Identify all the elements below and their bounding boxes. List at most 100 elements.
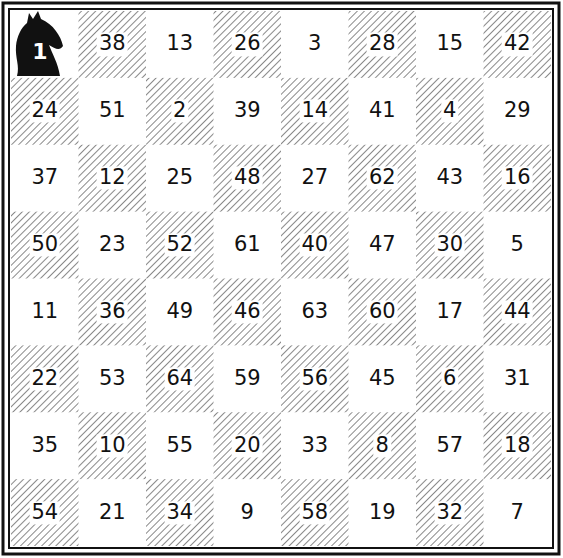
- move-number: 21: [97, 501, 128, 524]
- move-number: 15: [434, 33, 465, 56]
- hatched-square: [416, 212, 484, 279]
- hatched-square: [146, 212, 214, 279]
- move-number: 23: [97, 234, 128, 257]
- move-number: 13: [164, 33, 195, 56]
- knight-move-number: 1: [30, 40, 49, 64]
- move-number: 36: [97, 300, 128, 323]
- move-number: 48: [232, 167, 263, 190]
- hatched-square: [146, 479, 214, 546]
- move-number: 44: [502, 300, 533, 323]
- hatched-square: [146, 78, 214, 145]
- move-number: 27: [299, 167, 330, 190]
- hatched-square: [416, 345, 484, 412]
- board-outer-border: [3, 3, 559, 554]
- move-number: 40: [299, 234, 330, 257]
- move-number: 2: [171, 100, 188, 123]
- move-number: 56: [299, 367, 330, 390]
- move-number: 55: [164, 434, 195, 457]
- hatched-square: [11, 78, 79, 145]
- move-number: 35: [29, 434, 60, 457]
- hatched-square: [214, 11, 282, 78]
- hatched-square: [349, 412, 417, 479]
- move-number: 46: [232, 300, 263, 323]
- hatched-square: [214, 145, 282, 212]
- move-number: 25: [164, 167, 195, 190]
- hatched-square: [416, 78, 484, 145]
- hatched-square: [484, 11, 552, 78]
- move-number: 17: [434, 300, 465, 323]
- hatched-square: [214, 279, 282, 346]
- move-number: 62: [367, 167, 398, 190]
- move-number: 29: [502, 100, 533, 123]
- move-number: 33: [299, 434, 330, 457]
- move-number: 42: [502, 33, 533, 56]
- hatched-square: [79, 145, 147, 212]
- move-number: 14: [299, 100, 330, 123]
- move-number: 30: [434, 234, 465, 257]
- move-number: 51: [97, 100, 128, 123]
- move-number: 32: [434, 501, 465, 524]
- move-number: 16: [502, 167, 533, 190]
- move-number: 52: [164, 234, 195, 257]
- hatched-square: [79, 412, 147, 479]
- board-inner-border: [9, 9, 553, 548]
- move-number: 4: [441, 100, 458, 123]
- move-number: 64: [164, 367, 195, 390]
- hatched-square: [349, 11, 417, 78]
- hatched-square: [281, 345, 349, 412]
- move-number: 7: [509, 501, 526, 524]
- hatched-square: [484, 279, 552, 346]
- move-number: 3: [306, 33, 323, 56]
- hatched-square: [416, 479, 484, 546]
- move-number: 53: [97, 367, 128, 390]
- knight-icon: [16, 11, 63, 76]
- move-number: 8: [374, 434, 391, 457]
- move-number: 5: [509, 234, 526, 257]
- hatched-square: [214, 412, 282, 479]
- hatched-square: [146, 345, 214, 412]
- move-number: 10: [97, 434, 128, 457]
- move-number: 39: [232, 100, 263, 123]
- move-number: 26: [232, 33, 263, 56]
- move-number: 34: [164, 501, 195, 524]
- hatched-square: [11, 345, 79, 412]
- move-number: 63: [299, 300, 330, 323]
- hatched-square: [349, 145, 417, 212]
- move-number: 31: [502, 367, 533, 390]
- hatched-square: [79, 279, 147, 346]
- move-number: 9: [239, 501, 256, 524]
- move-number: 19: [367, 501, 398, 524]
- hatched-square: [11, 212, 79, 279]
- move-number: 58: [299, 501, 330, 524]
- move-number: 59: [232, 367, 263, 390]
- hatched-square: [11, 479, 79, 546]
- move-number: 38: [97, 33, 128, 56]
- move-number: 6: [441, 367, 458, 390]
- hatched-square: [79, 11, 147, 78]
- move-number: 50: [29, 234, 60, 257]
- move-number: 43: [434, 167, 465, 190]
- move-number: 60: [367, 300, 398, 323]
- move-number: 12: [97, 167, 128, 190]
- hatched-square: [281, 212, 349, 279]
- move-number: 57: [434, 434, 465, 457]
- move-number: 28: [367, 33, 398, 56]
- move-number: 18: [502, 434, 533, 457]
- move-number: 37: [29, 167, 60, 190]
- move-number: 54: [29, 501, 60, 524]
- hatched-square: [281, 479, 349, 546]
- move-number: 45: [367, 367, 398, 390]
- hatched-square: [349, 279, 417, 346]
- move-number: 11: [29, 300, 60, 323]
- hatched-square: [484, 412, 552, 479]
- move-number: 61: [232, 234, 263, 257]
- move-number: 47: [367, 234, 398, 257]
- move-number: 20: [232, 434, 263, 457]
- move-number: 49: [164, 300, 195, 323]
- move-number: 22: [29, 367, 60, 390]
- move-number: 41: [367, 100, 398, 123]
- hatched-square: [281, 78, 349, 145]
- move-number: 24: [29, 100, 60, 123]
- hatched-square: [484, 145, 552, 212]
